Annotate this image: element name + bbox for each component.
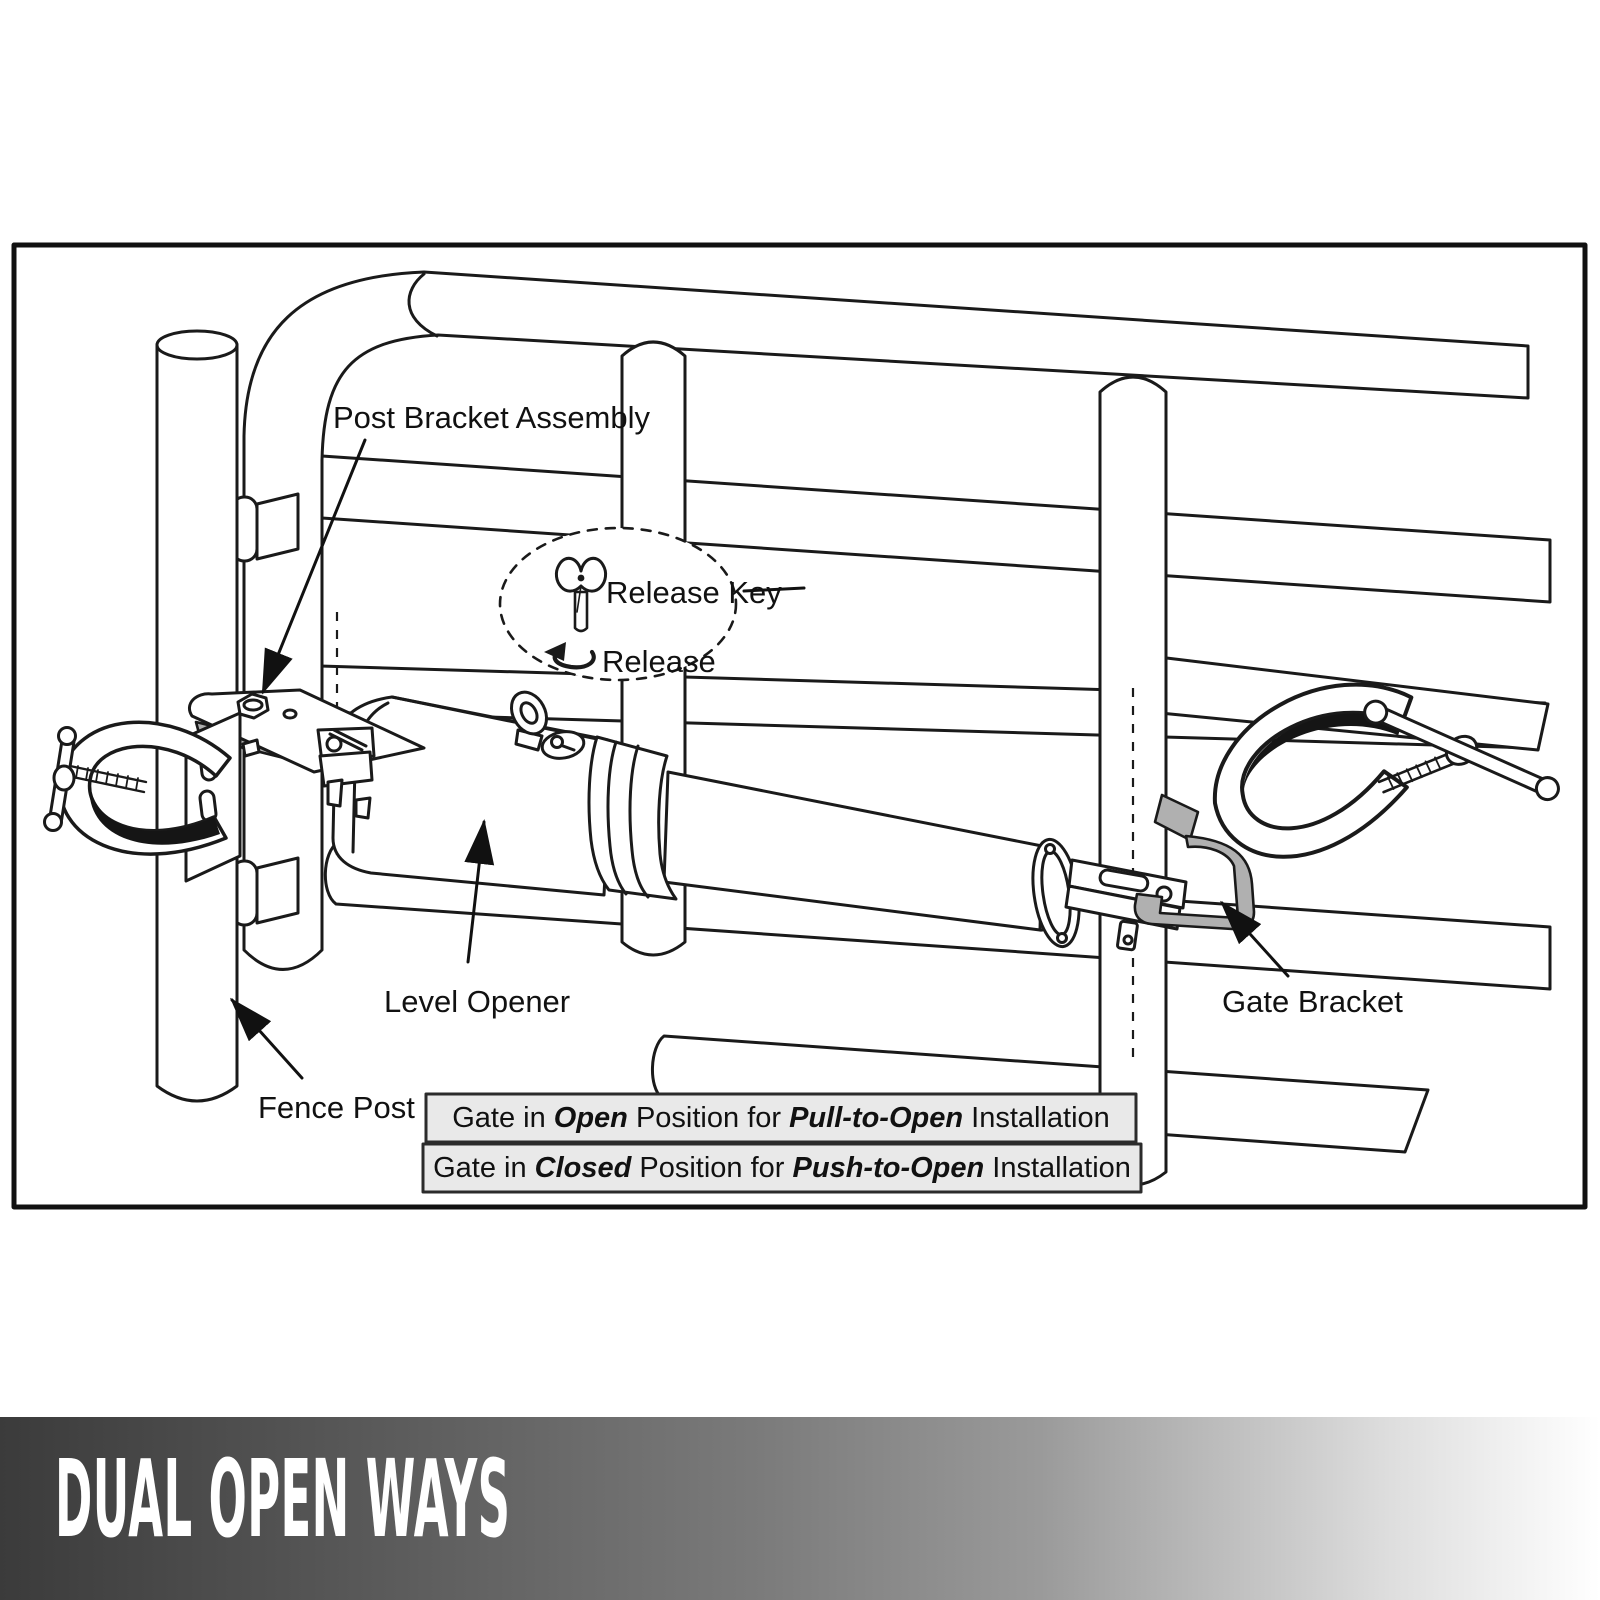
leader-post-bracket bbox=[261, 438, 367, 695]
label-fence-post: Fence Post bbox=[258, 1090, 415, 1125]
pivot-bolt bbox=[236, 692, 298, 758]
banner-title: DUAL OPEN WAYS bbox=[55, 1438, 511, 1562]
bottom-banner: DUAL OPEN WAYS bbox=[0, 1417, 1600, 1600]
clamp-screw bbox=[66, 764, 148, 794]
label-level-opener: Level Opener bbox=[384, 984, 570, 1019]
callout-box-push-to-open bbox=[421, 1142, 1143, 1194]
clamp-shadow bbox=[89, 784, 220, 845]
callout-box-pull-to-open bbox=[424, 1092, 1138, 1144]
collar-seam-1 bbox=[606, 740, 628, 896]
gate-bracket-assembly bbox=[1031, 682, 1560, 952]
corner-seam-line bbox=[407, 272, 439, 338]
hinge-top bbox=[230, 492, 300, 563]
clamp-t-handle bbox=[1363, 699, 1560, 802]
label-release-key: Release Key bbox=[606, 575, 782, 610]
label-release: Release bbox=[602, 644, 716, 679]
release-eyelet bbox=[509, 690, 549, 752]
fence-post-top bbox=[155, 329, 239, 361]
rod-end-flange bbox=[1031, 837, 1081, 949]
rotate-release-icon bbox=[544, 642, 596, 670]
leader-gate-bracket bbox=[1219, 900, 1290, 978]
release-keyhole bbox=[540, 730, 586, 760]
label-post-bracket-assembly: Post Bracket Assembly bbox=[333, 400, 651, 435]
callout-text-push-to-open: Gate in Closed Position for Push-to-Open… bbox=[433, 1152, 1131, 1184]
post-bracket-assembly bbox=[43, 688, 426, 883]
clamp-frame bbox=[1212, 682, 1414, 859]
label-gate-bracket: Gate Bracket bbox=[1222, 984, 1403, 1019]
hinge-strap bbox=[255, 492, 300, 561]
hinge-bottom bbox=[230, 856, 300, 927]
installation-callout-boxes: Gate in Open Position for Pull-to-Open I… bbox=[421, 1092, 1143, 1194]
clamp-t-handle bbox=[43, 726, 77, 832]
gate-opener-diagram: Post Bracket Assembly Release Key Releas… bbox=[11, 242, 1588, 1210]
c-clamp-left bbox=[43, 720, 232, 856]
leader-fence-post bbox=[229, 997, 304, 1080]
leader-lines bbox=[229, 438, 1290, 1080]
c-clamp-right bbox=[1212, 682, 1560, 859]
actuator-front-clevis bbox=[316, 726, 376, 820]
clamp-screw bbox=[1377, 751, 1457, 794]
release-key-icon bbox=[554, 556, 608, 633]
clamp-shadow bbox=[1243, 713, 1403, 796]
release-key-tail-line bbox=[742, 586, 806, 593]
hinge-strap bbox=[255, 856, 300, 925]
release-detail-callout bbox=[498, 526, 738, 682]
diagram-labels: Post Bracket Assembly Release Key Releas… bbox=[258, 400, 1403, 1125]
collar-seam-2 bbox=[628, 744, 650, 899]
gate-top-rail-and-stile bbox=[242, 270, 1530, 971]
callout-text-pull-to-open: Gate in Open Position for Pull-to-Open I… bbox=[452, 1102, 1110, 1134]
leader-level-opener bbox=[464, 819, 495, 964]
